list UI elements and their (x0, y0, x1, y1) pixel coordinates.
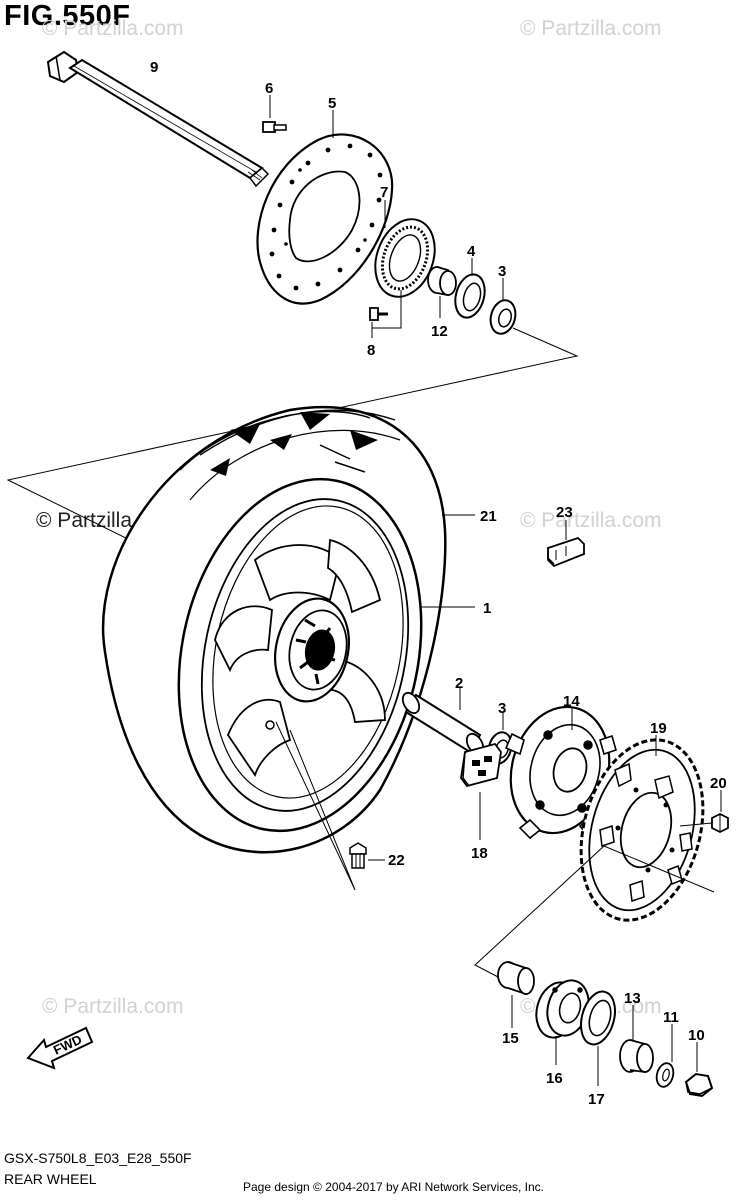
drum-spacer-part[interactable] (619, 1039, 654, 1074)
brake-disc-part[interactable] (256, 133, 394, 305)
oil-seal-part[interactable] (451, 271, 489, 321)
forward-direction-arrow: FWD (26, 1026, 94, 1070)
callout-19: 19 (650, 720, 667, 737)
callout-6: 6 (265, 80, 273, 97)
callout-15: 15 (502, 1030, 519, 1047)
balancer-weight-part[interactable] (547, 536, 585, 568)
drum-collar-part[interactable] (497, 961, 535, 996)
callout-2: 2 (455, 675, 463, 692)
callout-13: 13 (624, 990, 641, 1007)
callout-17: 17 (588, 1091, 605, 1108)
wheel-bearing-part[interactable] (487, 297, 519, 336)
callout-10: 10 (688, 1027, 705, 1044)
callout-5: 5 (328, 95, 336, 112)
callout-8: 8 (367, 342, 375, 359)
watermark: © Partzilla.com (520, 17, 662, 40)
callout-3: 3 (498, 263, 506, 280)
callout-1: 1 (483, 600, 491, 617)
watermark: © Partzilla.com (42, 995, 184, 1018)
axle-part[interactable] (46, 50, 270, 188)
callout-20: 20 (710, 775, 727, 792)
rear-wheel-part[interactable] (148, 456, 453, 853)
callout-11: 11 (663, 1009, 679, 1026)
figure-title: FIG.550F (4, 0, 131, 32)
callout-12: 12 (431, 323, 448, 340)
callout-21: 21 (480, 508, 497, 525)
callout-4: 4 (467, 243, 476, 260)
callout-18: 18 (471, 845, 488, 862)
callout-14: 14 (563, 693, 580, 710)
watermark: © Partzilla.com (42, 17, 184, 40)
watermark: © Partzilla.com (520, 509, 662, 532)
model-code: GSX-S750L8_E03_E28_550F (4, 1150, 192, 1166)
callout-9: 9 (150, 59, 158, 76)
sensor-rotor-part[interactable] (365, 211, 445, 305)
axle-washer-part[interactable] (654, 1061, 676, 1088)
disc-bolt-part[interactable] (262, 121, 287, 133)
tire-valve-part[interactable] (349, 842, 367, 869)
sprocket-nut-part[interactable] (711, 812, 729, 834)
sprocket-damper-part[interactable] (460, 742, 502, 788)
copyright-credit: Page design © 2004-2017 by ARI Network S… (243, 1180, 545, 1194)
sprocket-mounting-drum-part[interactable] (497, 696, 623, 844)
callout-7: 7 (380, 184, 388, 201)
spacer-part[interactable] (427, 266, 457, 297)
callout-23: 23 (556, 504, 573, 521)
callout-16: 16 (546, 1070, 563, 1087)
drum-oil-seal-part[interactable] (576, 988, 621, 1048)
center-spacer-part[interactable] (399, 690, 486, 757)
sensor-screw-part[interactable] (369, 307, 388, 321)
axle-nut-part[interactable] (684, 1072, 714, 1098)
callout-22: 22 (388, 852, 405, 869)
callout-3: 3 (498, 700, 506, 717)
figure-caption: REAR WHEEL (4, 1171, 97, 1187)
rear-tire-part[interactable] (101, 405, 447, 854)
